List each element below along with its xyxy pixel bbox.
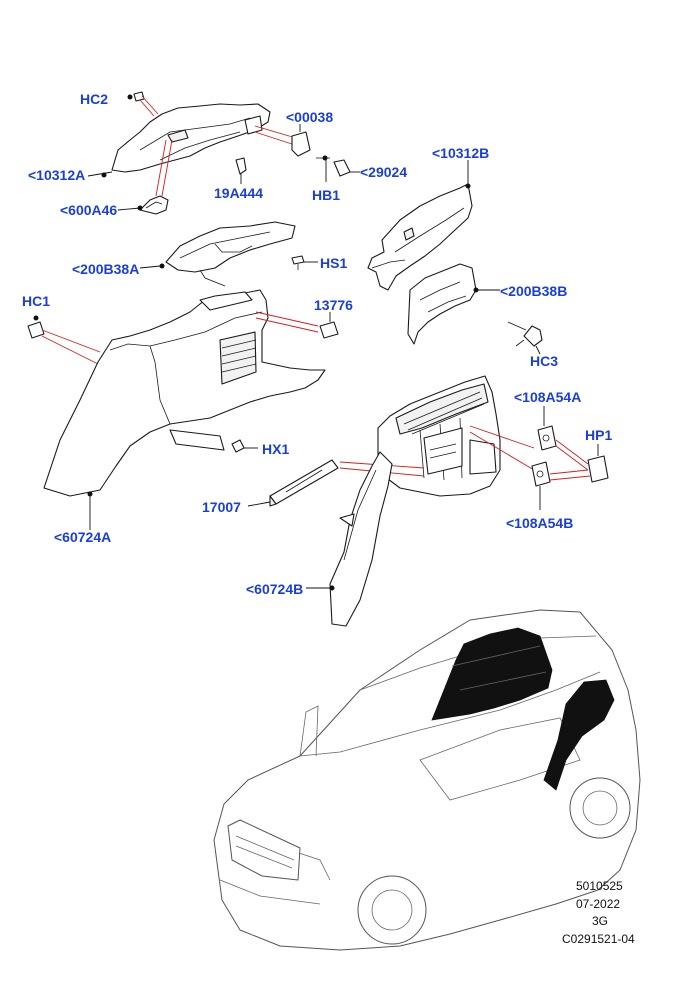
pillar-trim-60724b — [306, 451, 393, 627]
clip-hc1 — [27, 315, 101, 365]
label-hb1: HB1 — [312, 187, 340, 203]
label-29024: <29024 — [360, 164, 407, 180]
label-13776: 13776 — [314, 297, 353, 313]
bracket-200b38b — [407, 263, 500, 345]
bracket-108a54b — [531, 461, 551, 510]
strip-17007 — [247, 459, 339, 507]
label-60724b: <60724B — [246, 581, 303, 597]
label-17007: 17007 — [202, 499, 241, 515]
pad-hp1 — [549, 439, 609, 483]
ref-line-2: 07-2022 — [576, 897, 620, 911]
bracket-frame-200b38a — [139, 221, 296, 287]
bolt-hb1 — [316, 155, 330, 182]
vehicle-locator-illustration — [213, 609, 641, 951]
bracket-108a54a — [537, 406, 557, 451]
label-19a444: 19A444 — [214, 185, 263, 201]
part-13776 — [319, 312, 339, 339]
label-hp1: HP1 — [585, 427, 612, 443]
part-19a444 — [235, 157, 247, 184]
label-10312b: <10312B — [432, 145, 489, 161]
ref-line-4: C0291521-04 — [562, 932, 635, 946]
label-108a54a: <108A54A — [514, 389, 581, 405]
upper-trim-panel-10312b — [367, 160, 473, 291]
upper-trim-panel-10312a — [111, 103, 299, 197]
label-10312a: <10312A — [28, 167, 85, 183]
bracket-00038 — [291, 124, 311, 157]
clip-hc3 — [507, 321, 543, 355]
label-hs1: HS1 — [320, 255, 347, 271]
part-600a46 — [139, 195, 169, 215]
label-hc3: HC3 — [530, 353, 558, 369]
clip-hc2 — [127, 91, 159, 117]
label-60724a: <60724A — [54, 529, 111, 545]
label-108a54b: <108A54B — [506, 515, 573, 531]
fastener-hx1 — [231, 439, 258, 453]
ref-line-1: 5010525 — [576, 879, 623, 893]
label-hc2: HC2 — [80, 91, 108, 107]
label-00038: <00038 — [286, 109, 333, 125]
label-600a46: <600A46 — [60, 202, 117, 218]
label-hc1: HC1 — [22, 293, 50, 309]
label-200b38a: <200B38A — [72, 261, 139, 277]
screw-hs1 — [291, 255, 318, 270]
lower-trim-panel-60724a — [43, 289, 326, 530]
ref-line-3: 3G — [592, 914, 608, 928]
label-200b38b: <200B38B — [500, 283, 567, 299]
part-29024 — [333, 159, 360, 177]
lower-trim-assembly-right — [339, 375, 535, 497]
label-hx1: HX1 — [262, 441, 289, 457]
